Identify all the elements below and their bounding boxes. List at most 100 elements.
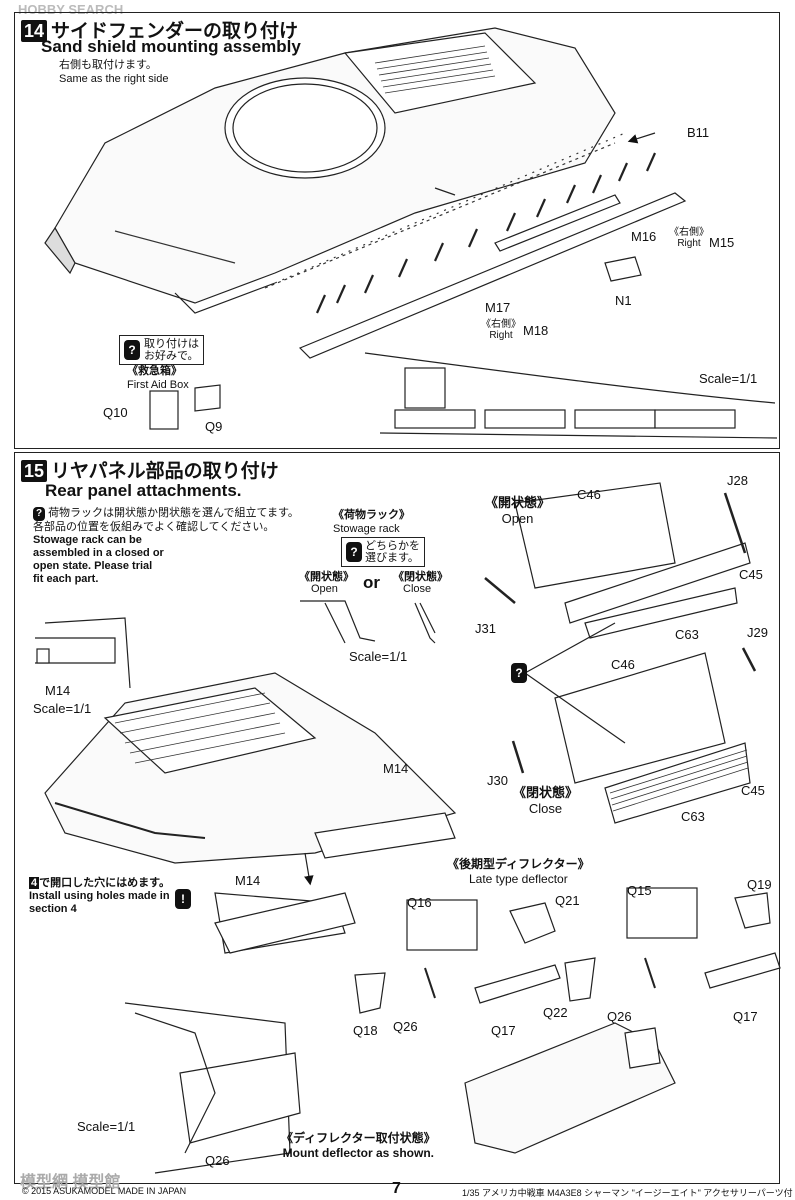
rack-note: ? 荷物ラックは開状態か閉状態を選んで組立てます。 各部品の位置を仮組みでよく確… [33, 507, 333, 586]
part-c45-b: C45 [741, 783, 765, 798]
scale-label: Scale=1/1 [699, 371, 758, 386]
choose-line-2: 選びます。 [365, 552, 419, 564]
part-b11: B11 [687, 125, 710, 140]
notice-line-2: お好みで。 [144, 350, 199, 362]
close-en-small: Close [403, 583, 432, 595]
product-name: 1/35 アメリカ中戦車 M4A3E8 シャーマン "イージーエイト" アクセサ… [462, 1188, 793, 1198]
open-en-small: Open [311, 583, 338, 595]
step-title-en: Rear panel attachments. [45, 481, 242, 500]
step-number: 14 [21, 20, 48, 42]
part-j31: J31 [475, 621, 496, 636]
right-en-a: Right [677, 238, 701, 249]
part-j29: J29 [747, 625, 768, 640]
first-aid-en: First Aid Box [127, 379, 189, 391]
part-q18: Q18 [353, 1023, 378, 1038]
note-jp-1: 荷物ラックは開状態か閉状態を選んで組立てます。 [48, 507, 299, 519]
right-en-b: Right [489, 330, 513, 341]
part-q10: Q10 [103, 405, 128, 420]
question-icon: ? [33, 507, 45, 521]
step-14-drawing [44, 27, 778, 439]
deflector-jp: 《後期型ディフレクター》 [447, 857, 590, 871]
open-jp-big: 《開状態》 [485, 495, 551, 510]
close-en-big: Close [528, 801, 563, 816]
part-q26-b: Q26 [607, 1009, 632, 1024]
note-en-3: open state. Please trial [33, 560, 153, 572]
question-icon-rack: ? [511, 663, 527, 683]
part-m17: M17 [485, 300, 511, 315]
part-j30: J30 [487, 773, 508, 788]
section-4-en-2: section 4 [29, 903, 77, 915]
section-4-en-1: Install using holes made in [29, 890, 170, 902]
scale-c: Scale=1/1 [77, 1119, 136, 1134]
part-j28: J28 [727, 473, 748, 488]
part-q17-a: Q17 [491, 1023, 516, 1038]
part-q19: Q19 [747, 877, 772, 892]
part-c45-a: C45 [739, 567, 763, 582]
question-icon: ? [346, 542, 362, 562]
exclaim-icon: ! [175, 889, 191, 909]
note-en-4: fit each part. [33, 573, 99, 585]
scale-a: Scale=1/1 [349, 649, 408, 664]
scale-b: Scale=1/1 [33, 701, 92, 716]
part-q21: Q21 [555, 893, 580, 908]
deflector-heading: 《後期型ディフレクター》Late type deflector [447, 857, 590, 887]
part-m15: M15 [709, 235, 735, 250]
part-n1: N1 [615, 293, 632, 308]
part-q17-b: Q17 [733, 1009, 758, 1024]
part-c46-b: C46 [611, 657, 635, 672]
part-m14-b: M14 [235, 873, 261, 888]
optional-notice: ? 取り付けはお好みで。 [119, 335, 204, 365]
mount-jp: 《ディフレクター取付状態》 [281, 1131, 436, 1145]
note-en-2: assembled in a closed or [33, 547, 164, 559]
deflector-en: Late type deflector [468, 872, 568, 886]
close-jp-big: 《閉状態》 [513, 785, 579, 800]
watermark-footer: 模型網 摸型館 [20, 1174, 121, 1191]
step-title-jp: リヤパネル部品の取り付け [51, 461, 279, 482]
m14-label-left: M14 [45, 683, 71, 698]
section-4-number: 4 [29, 877, 40, 889]
right-jp-b: 《右側》 [481, 319, 521, 330]
first-aid-jp: 《救急箱》 [127, 365, 182, 377]
open-heading: 《開状態》Open [485, 495, 550, 527]
part-q26-c: Q26 [205, 1153, 230, 1168]
or-label: or [363, 573, 380, 592]
part-q16: Q16 [407, 895, 432, 910]
close-jp-small: 《閉状態》 [393, 571, 448, 583]
rack-title-jp: 《荷物ラック》 [333, 509, 410, 521]
part-q15: Q15 [627, 883, 652, 898]
choose-notice: ? どちらかを選びます。 [341, 537, 425, 567]
note-en-1: Stowage rack can be [33, 534, 142, 546]
notice-line-1: 取り付けは [144, 338, 199, 350]
rack-title-en: Stowage rack [333, 523, 400, 535]
question-icon: ? [124, 340, 140, 360]
step-title-en: Sand shield mounting assembly [41, 37, 301, 56]
copyright: © 2015 ASUKAMODEL MADE IN JAPAN [22, 1186, 187, 1196]
step-15-drawing [35, 482, 781, 1174]
step-title-jp: サイドフェンダーの取り付け [51, 21, 299, 42]
close-heading: 《閉状態》Close [513, 785, 578, 817]
step-number: 15 [21, 460, 48, 482]
open-en-big: Open [501, 511, 534, 526]
section-4-jp: で開口した穴にはめます。 [39, 877, 171, 889]
mount-en: Mount deflector as shown. [282, 1146, 435, 1160]
part-c63-a: C63 [675, 627, 699, 642]
watermark-header: HOBBY SEARCH [18, 2, 124, 17]
mount-heading: 《ディフレクター取付状態》Mount deflector as shown. [281, 1131, 436, 1161]
part-c63-b: C63 [681, 809, 705, 824]
right-side-a: 《右側》Right [669, 227, 709, 249]
part-q9: Q9 [205, 419, 223, 434]
part-m18: M18 [523, 323, 549, 338]
right-side-b: 《右側》Right [481, 319, 521, 341]
part-c46-a: C46 [577, 487, 601, 502]
part-q26-a: Q26 [393, 1019, 418, 1034]
note-jp-2: 各部品の位置を仮組みでよく確認してください。 [33, 521, 275, 533]
page-number: 7 [392, 1180, 401, 1197]
right-jp-a: 《右側》 [669, 227, 709, 238]
choose-line-1: どちらかを [365, 540, 420, 552]
step-note-en: Same as the right side [59, 73, 169, 85]
